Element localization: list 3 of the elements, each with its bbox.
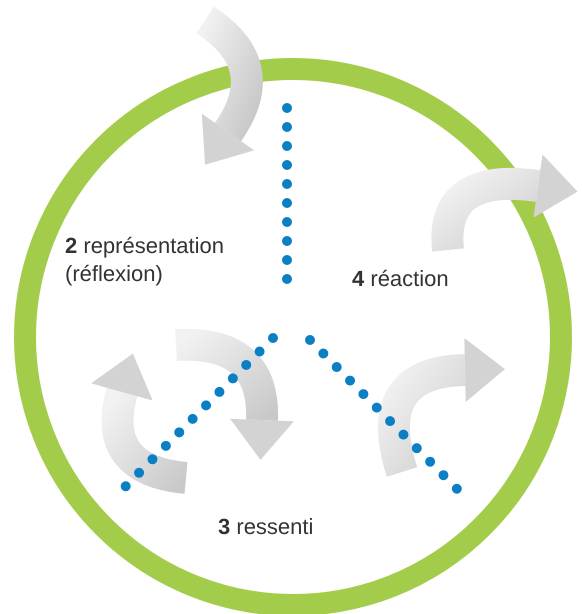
stage-label: 3 ressenti xyxy=(218,513,314,541)
stage-label: 4 réaction xyxy=(352,265,450,293)
stage-label: 2 représentation (réflexion) xyxy=(65,232,226,288)
